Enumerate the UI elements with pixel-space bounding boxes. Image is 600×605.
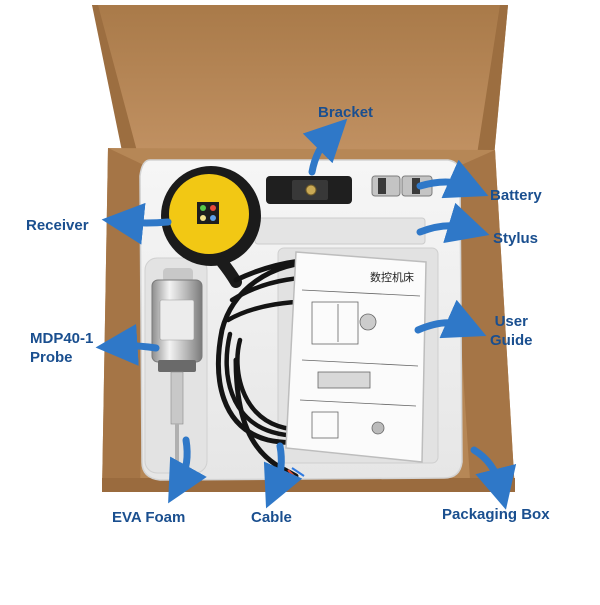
- label-receiver: Receiver: [26, 217, 89, 234]
- probe-cap: [163, 268, 193, 282]
- label-probe: MDP40-1 Probe: [30, 329, 93, 367]
- probe-flange: [158, 360, 196, 372]
- battery-left-cap: [378, 178, 386, 194]
- label-probe-word: Probe: [30, 349, 73, 366]
- receiver-led-4: [210, 215, 216, 221]
- arrow-bracket: [302, 118, 348, 176]
- label-bracket: Bracket: [318, 104, 374, 121]
- receiver-led-panel: [197, 202, 219, 224]
- user-guide-illustrations: [299, 289, 421, 439]
- bracket-screw: [305, 184, 317, 196]
- arrow-cable: [263, 442, 303, 509]
- arrow-receiver: [101, 202, 172, 245]
- label-user-guide-line1: User: [494, 313, 528, 330]
- label-stylus: Stylus: [493, 230, 539, 247]
- arrow-probe: [95, 323, 160, 366]
- arrow-battery: [416, 159, 489, 199]
- battery-right-cap: [412, 178, 420, 194]
- label-user-guide: User Guide: [490, 312, 533, 350]
- user-guide-title: 数控机床: [370, 270, 414, 284]
- stylus-slot: [254, 217, 426, 245]
- receiver-led-1: [200, 205, 206, 211]
- user-guide: [285, 251, 427, 463]
- label-eva-foam: EVA Foam: [112, 509, 186, 526]
- receiver-led-3: [200, 215, 206, 221]
- probe-shank: [170, 371, 184, 425]
- callout-arrows: [95, 118, 517, 510]
- arrow-packaging-box: [470, 446, 517, 510]
- label-probe-model: MDP40-1: [30, 330, 94, 347]
- probe-stylus: [175, 424, 179, 464]
- arrow-user-guide: [414, 299, 487, 339]
- receiver-led-2: [210, 205, 216, 211]
- arrow-eva-foam: [168, 436, 207, 504]
- arrow-stylus: [416, 202, 490, 244]
- label-user-guide-line2: Guide: [490, 332, 533, 349]
- label-battery: Battery: [490, 187, 542, 204]
- probe-label-band: [159, 299, 195, 341]
- label-packaging-box: Packaging Box: [442, 506, 550, 523]
- label-cable: Cable: [251, 509, 292, 526]
